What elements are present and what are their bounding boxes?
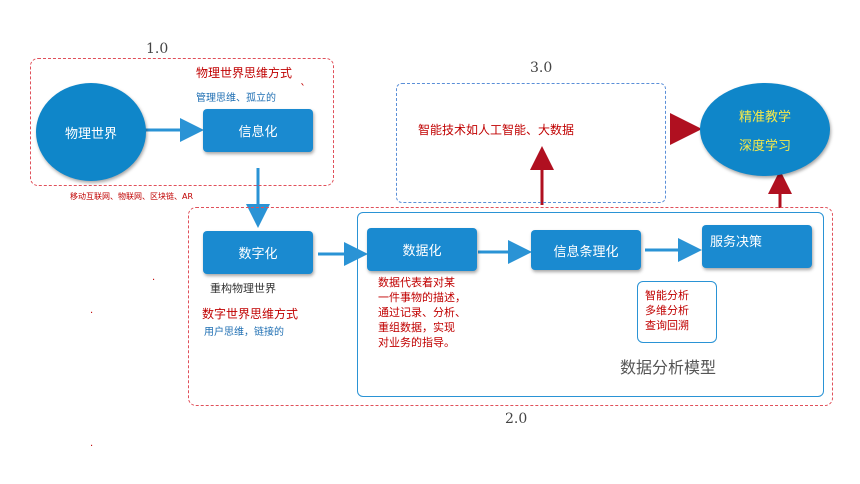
- datafication-node: 数据化: [367, 228, 477, 271]
- data-description-line: 数据代表着对某: [378, 276, 455, 289]
- stage1-subtitle: 管理思维、孤立的: [196, 93, 276, 104]
- dot-mark: .: [152, 272, 155, 283]
- version-label-3: 3.0: [530, 60, 553, 76]
- version-label-2: 2.0: [505, 411, 528, 427]
- stage2-frame: [188, 207, 833, 406]
- user-mindset-label: 用户思维，链接的: [204, 327, 284, 338]
- analysis-type-item: 智能分析: [645, 289, 689, 302]
- rebuild-physical-world-label: 重构物理世界: [210, 282, 276, 295]
- physical-world-node: 物理世界: [36, 83, 146, 181]
- version-label-1: 1.0: [146, 41, 169, 57]
- service-decision-label: 服务决策: [710, 235, 763, 250]
- digitization-node: 数字化: [203, 231, 313, 274]
- digital-mindset-label: 数字世界思维方式: [202, 307, 299, 321]
- data-description-line: 重组数据，实现: [378, 321, 455, 334]
- stage1-frame: [30, 58, 334, 186]
- stage1-title: 物理世界思维方式: [196, 66, 293, 80]
- info-organization-label: 信息条理化: [553, 244, 619, 260]
- datafication-label: 数据化: [402, 244, 442, 259]
- data-description-line: 一件事物的描述，: [378, 291, 466, 304]
- stage3-frame: [396, 83, 666, 203]
- stage1-tech-note: 移动互联网、物联网、区块链、AR: [70, 192, 194, 201]
- data-model-label: 数据分析模型: [620, 358, 717, 377]
- data-description: 数据代表着对某 一件事物的描述， 通过记录、分析、 重组数据，实现 对业务的指导…: [378, 275, 466, 350]
- tick-mark: `: [300, 82, 306, 96]
- analysis-type-item: 多维分析: [645, 304, 689, 317]
- informatization-node: 信息化: [203, 109, 313, 152]
- info-organization-node: 信息条理化: [531, 230, 641, 270]
- data-description-line: 通过记录、分析、: [378, 306, 466, 319]
- dot-mark: .: [90, 305, 93, 316]
- data-description-line: 对业务的指导。: [378, 336, 455, 349]
- physical-world-label: 物理世界: [64, 126, 117, 142]
- outcome-node: 精准教学 深度学习: [700, 83, 830, 176]
- outcome-precise-teaching: 精准教学: [738, 109, 791, 125]
- informatization-label: 信息化: [238, 125, 278, 140]
- dot-mark: .: [90, 438, 93, 449]
- digitization-label: 数字化: [238, 247, 278, 262]
- data-model-frame: [357, 212, 824, 397]
- outcome-deep-learning: 深度学习: [738, 138, 791, 154]
- analysis-types-box: 智能分析 多维分析 查询回溯: [637, 281, 717, 343]
- ai-tech-label: 智能技术如人工智能、大数据: [418, 123, 575, 137]
- service-decision-node: 服务决策: [702, 225, 812, 268]
- analysis-type-item: 查询回溯: [645, 319, 689, 332]
